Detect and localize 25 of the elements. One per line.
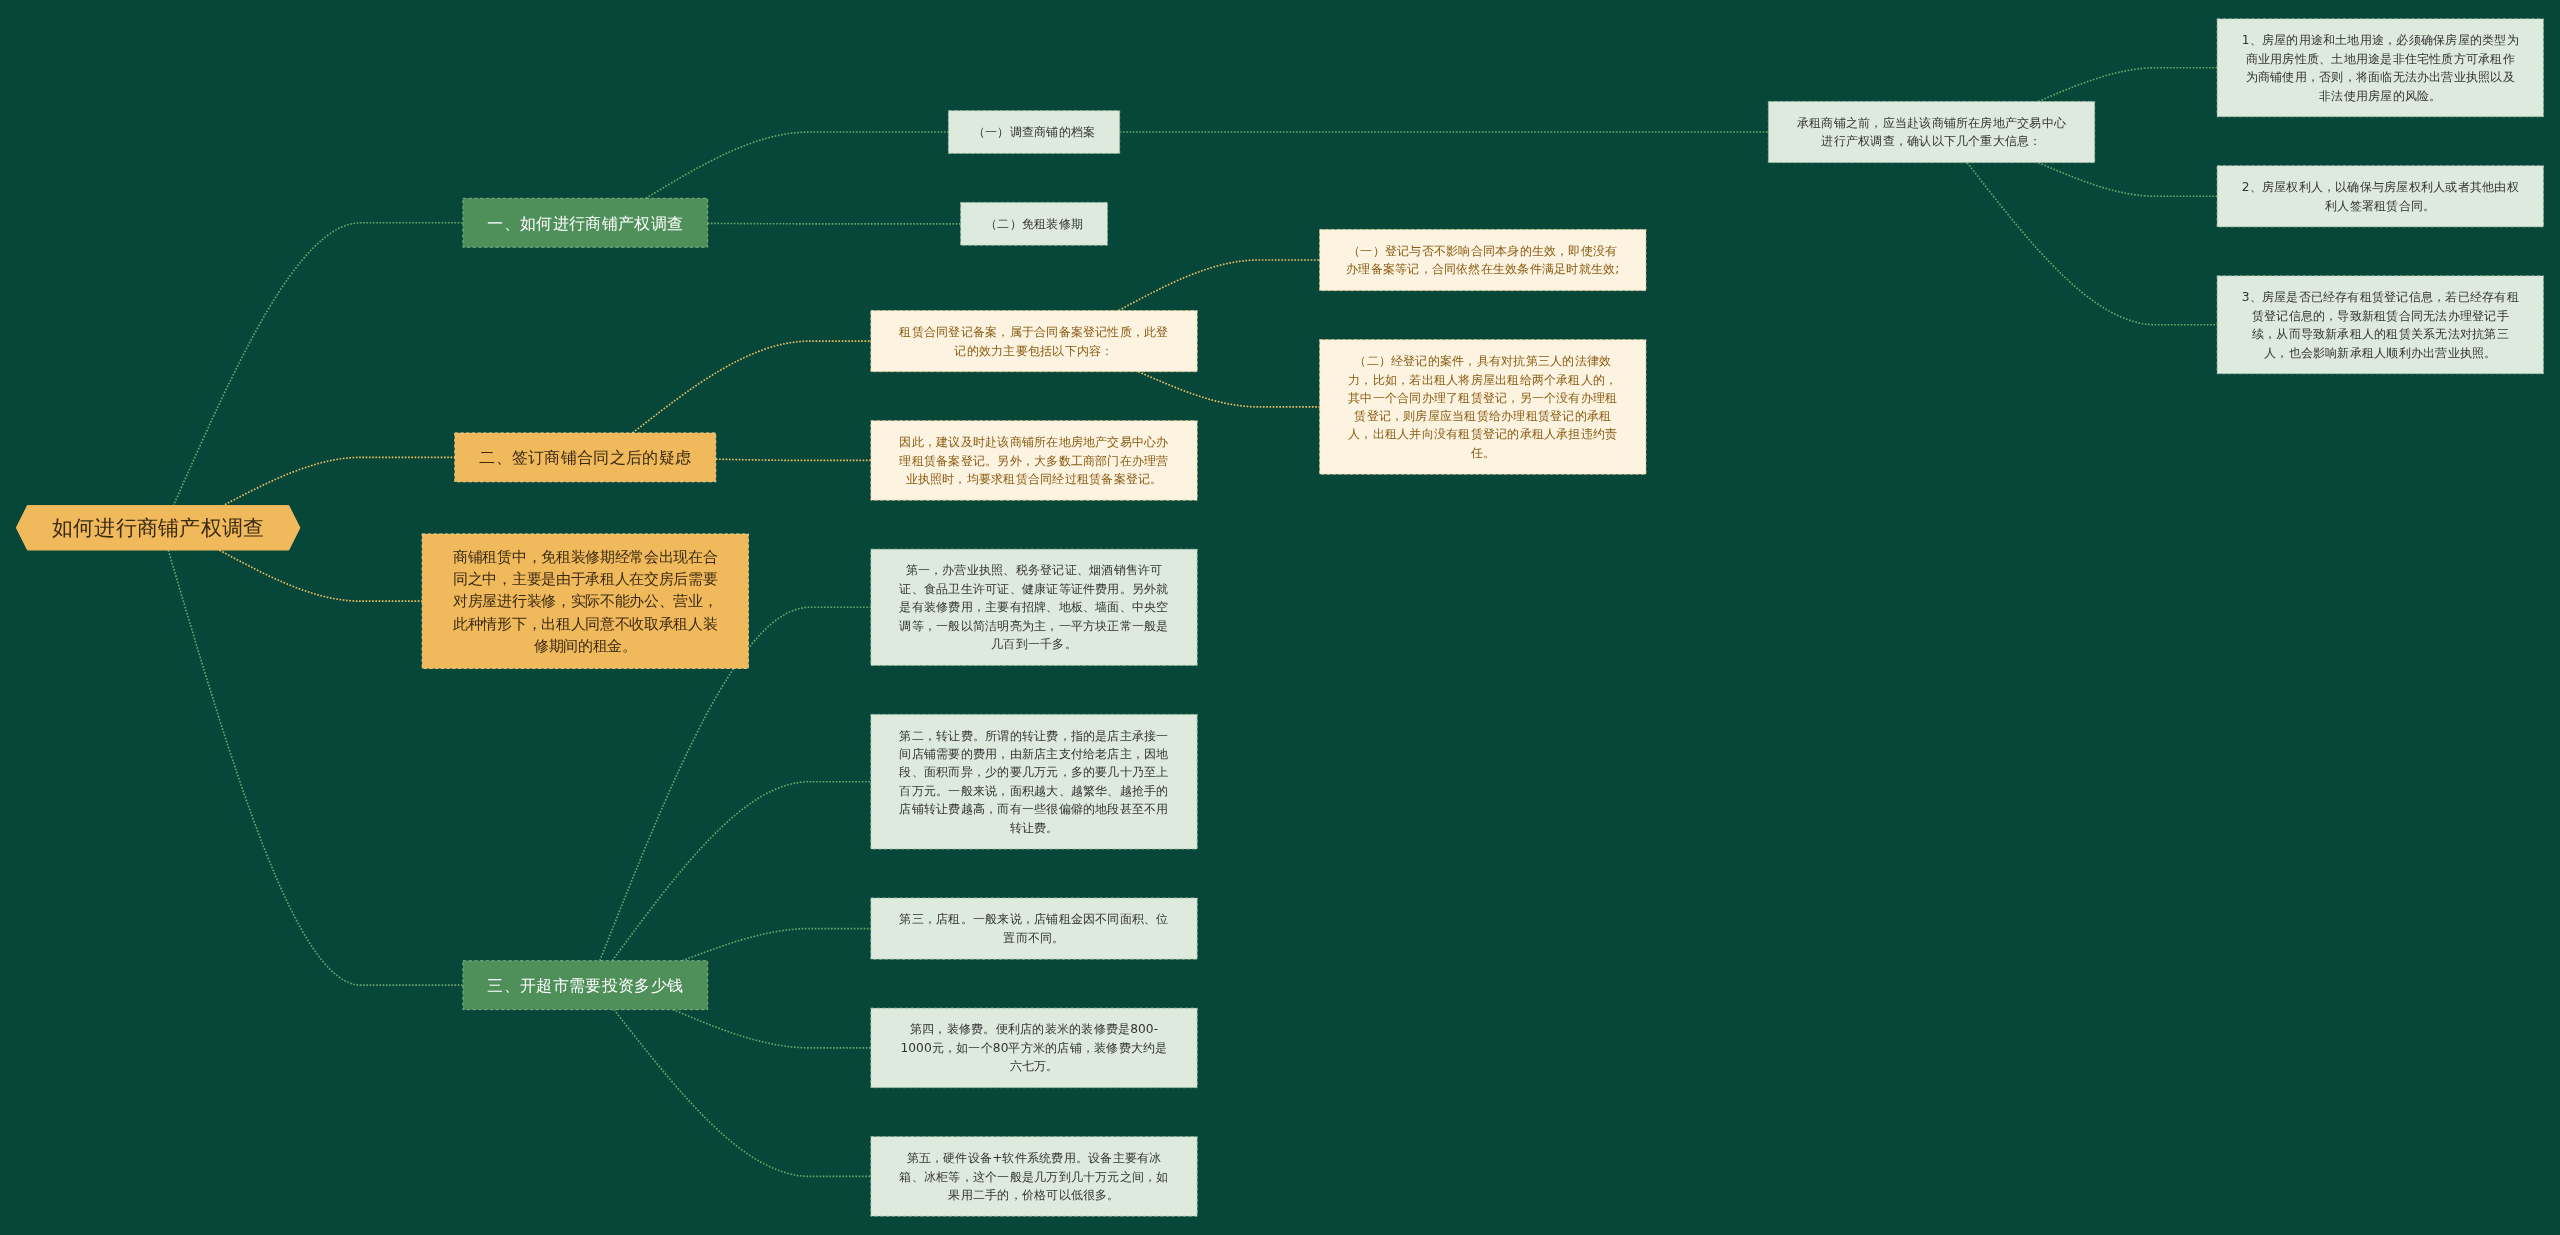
- node-box: 因此，建议及时赴该商铺所在地房地产交易中心办理租赁备案登记。另外，大多数工商部门在办理营业执照时，均要求租赁合同经过租赁备案登记。: [870, 420, 1198, 501]
- node-box: （一）登记与否不影响合同本身的生效，即使没有办理备案等记，合同依然在生效条件满足时就生效;: [1319, 229, 1647, 292]
- node-box: （一）调查商铺的档案: [947, 110, 1121, 154]
- node-box: 2、房屋权利人，以确保与房屋权利人或者其他由权利人签署租赁合同。: [2216, 165, 2544, 228]
- connector: [1118, 131, 1770, 133]
- connector: [599, 606, 872, 962]
- node-box: 3、房屋是否已经存有租赁登记信息，若已经存有租赁登记信息的，导致新租赁合同无法办理登记手续，从而导致新承租人的租赁关系无法对抗第三人，也会影响新承租人顺利办出营业执照。: [2216, 275, 2544, 375]
- node-box: 第二，转让费。所谓的转让费，指的是店主承接一间店铺需要的费用，由新店主支付给老店主，因地段、面积而异，少的要几万元，多的要几十乃至上百万元。一般来说，面积越大、越繁华、越抢手的店铺转让费越高，而有一些很偏僻的地段甚至不用转让费。: [870, 714, 1198, 850]
- node-box: 第一，办营业执照、税务登记证、烟酒销售许可证、食品卫生许可证、健康证等证件费用。另外就是有装修费用，主要有招牌、地板、墙面、中央空调等，一般以简洁明亮为主，一平方块正常一般是几百到一千多。: [870, 548, 1198, 666]
- node-box: 1、房屋的用途和土地用途，必须确保房屋的类型为商业用房性质、土地用途是非住宅性质方可承租作为商铺使用，否则，将面临无法办出营业执照以及非法使用房屋的风险。: [2216, 18, 2544, 118]
- connector: [613, 1008, 872, 1178]
- node-box: 第三，店租。一般来说，店铺租金因不同面积、位置而不同。: [870, 897, 1198, 960]
- node-box: 承租商铺之前，应当赴该商铺所在房地产交易中心进行产权调查，确认以下几个重大信息：: [1767, 101, 2096, 164]
- node-box: 一、如何进行商铺产权调查: [462, 197, 709, 248]
- node-box: 三、开超市需要投资多少钱: [462, 960, 709, 1011]
- node-box: 商铺租赁中，免租装修期经常会出现在合同之中，主要是由于承租人在交房后需要对房屋进行装修，实际不能办公、营业，此种情形下，出租人同意不收取承租人装修期间的租金。: [421, 533, 749, 669]
- node-box: （二）免租装修期: [960, 202, 1108, 246]
- node-box: 租赁合同登记备案，属于合同备案登记性质，此登记的效力主要包括以下内容：: [870, 310, 1198, 373]
- connector: [631, 340, 872, 434]
- connector: [611, 780, 872, 962]
- node-box: 第四，装修费。便利店的装米的装修费是800-1000元，如一个80平方米的店铺，装修费大约是六七万。: [870, 1007, 1198, 1089]
- node-box: （二）经登记的案件，具有对抗第三人的法律效力，比如，若出租人将房屋出租给两个承租人的，其中一个合同办理了租赁登记，另一个没有办理租赁登记，则房屋应当租赁给办理租赁登记的承租人，出租人并向没有租赁登记的承租人承担违约责任。: [1319, 339, 1647, 475]
- connector: [1966, 161, 2218, 326]
- node-box: 二、签订商铺合同之后的疑虑: [454, 432, 717, 483]
- node-box: 第五，硬件设备+软件系统费用。设备主要有冰箱、冰柜等，这个一般是几万到几十万元之间，如果用二手的，价格可以低很多。: [870, 1136, 1198, 1217]
